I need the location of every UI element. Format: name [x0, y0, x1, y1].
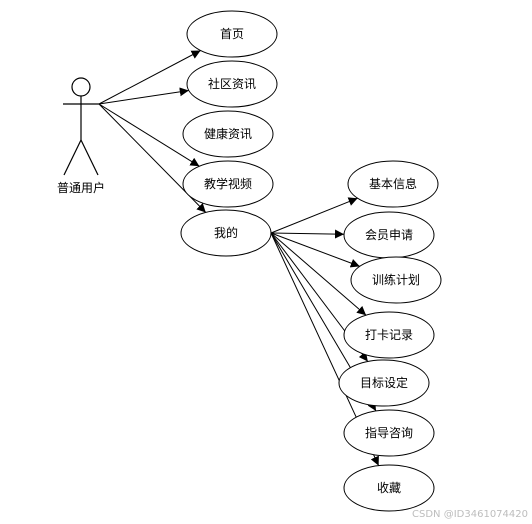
- use-case-training-plan: 训练计划: [350, 256, 442, 304]
- use-case-label-health: 健康资讯: [204, 126, 252, 141]
- use-case-member-apply: 会员申请: [343, 211, 435, 259]
- use-case-label-checkin-record: 打卡记录: [365, 328, 413, 342]
- use-case-ellipse-community: [186, 60, 278, 108]
- actor-head: [71, 77, 91, 97]
- use-case-teaching-video: 教学视频: [182, 160, 274, 208]
- association-actor-to-home: [98, 50, 201, 105]
- association-mine-to-member-apply: [270, 229, 345, 239]
- use-case-goal-setting: 目标设定: [338, 359, 430, 407]
- use-case-ellipse-health: [182, 110, 274, 158]
- use-case-ellipse-mine: [180, 209, 272, 257]
- use-case-favorites: 收藏: [343, 464, 435, 512]
- use-case-basic-info: 基本信息: [347, 160, 439, 208]
- use-case-ellipse-guidance: [343, 409, 435, 457]
- actor-figure: 普通用户: [57, 77, 105, 195]
- use-case-label-mine: 我的: [214, 225, 238, 240]
- use-case-label-guidance: 指导咨询: [365, 425, 413, 440]
- association-mine-to-checkin-record: [270, 232, 367, 316]
- use-case-ellipse-basic-info: [347, 160, 439, 208]
- association-actor-to-teaching-video: [98, 103, 200, 167]
- use-case-guidance: 指导咨询: [343, 409, 435, 457]
- use-case-mine: 我的: [180, 209, 272, 257]
- use-case-label-goal-setting: 目标设定: [360, 375, 408, 390]
- association-actor-to-community: [98, 87, 189, 105]
- use-case-label-favorites: 收藏: [377, 481, 401, 495]
- actor-right-leg: [80, 139, 99, 176]
- use-case-ellipse-teaching-video: [182, 160, 274, 208]
- use-case-ellipse-training-plan: [350, 256, 442, 304]
- use-case-community: 社区资讯: [186, 60, 278, 108]
- use-case-health: 健康资讯: [182, 110, 274, 158]
- use-case-label-home: 首页: [220, 27, 244, 41]
- watermark: CSDN @ID3461074420: [412, 509, 528, 520]
- use-case-ellipse-favorites: [343, 464, 435, 512]
- association-mine-to-basic-info: [270, 197, 358, 234]
- use-case-checkin-record: 打卡记录: [343, 311, 435, 359]
- actor-left-leg: [63, 139, 82, 176]
- use-case-ellipse-home: [186, 10, 278, 58]
- use-case-label-member-apply: 会员申请: [365, 228, 413, 242]
- use-case-ellipse-checkin-record: [343, 311, 435, 359]
- actor-label: 普通用户: [57, 180, 105, 195]
- use-case-label-teaching-video: 教学视频: [204, 176, 252, 191]
- use-case-home: 首页: [186, 10, 278, 58]
- use-case-label-basic-info: 基本信息: [369, 176, 417, 191]
- use-case-label-training-plan: 训练计划: [372, 272, 420, 287]
- use-case-ellipse-goal-setting: [338, 359, 430, 407]
- use-case-label-community: 社区资讯: [208, 76, 256, 91]
- association-mine-to-training-plan: [270, 232, 360, 268]
